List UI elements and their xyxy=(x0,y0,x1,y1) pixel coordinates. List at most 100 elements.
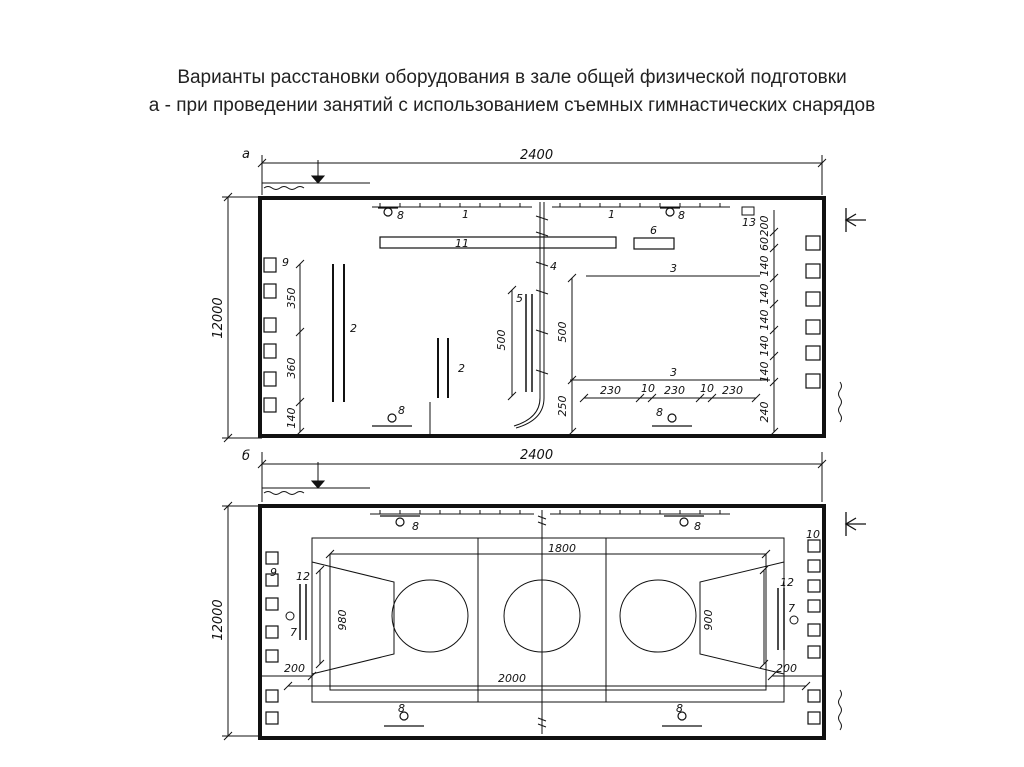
plan-b-dim-200-right: 200 xyxy=(776,662,797,675)
plan-b-item-7-left xyxy=(285,611,295,621)
plan-b-label-8-top-left: 8 xyxy=(412,520,419,533)
plan-a-label-1-right: 1 xyxy=(608,208,615,221)
plan-b-left-200-line xyxy=(262,671,317,681)
plan-a-width-dimension xyxy=(257,155,827,195)
plan-a-label-5: 5 xyxy=(516,292,523,305)
plan-a-height-dim-text: 12000 xyxy=(211,297,226,338)
plan-b-basket-top-left xyxy=(380,515,420,527)
plan-b-dimension-2000-line xyxy=(283,681,811,691)
plan-b-right-200-line xyxy=(767,671,822,681)
plan-a-level-mark xyxy=(262,175,370,190)
plan-a-label-11: 11 xyxy=(455,237,469,250)
plan-b-dim-980: 980 xyxy=(336,610,349,631)
plan-a-parallel-bars-2-middle xyxy=(437,338,449,398)
plan-a-label-6: 6 xyxy=(650,224,657,237)
plan-b-section-arrow xyxy=(844,512,866,536)
plan-b-left-equipment-12 xyxy=(299,584,307,640)
plan-b-label-9: 9 xyxy=(270,566,277,579)
plan-b-top-wall-bars xyxy=(370,510,730,515)
plan-b-height-dimension xyxy=(222,501,262,741)
plan-b-dimension-980-line xyxy=(315,565,325,669)
plan-b-right-equipment-12 xyxy=(777,588,785,650)
plan-b-label-12-right: 12 xyxy=(780,576,794,589)
plan-a-dim-140-r2: 140 xyxy=(758,284,771,305)
plan-b-basket-bottom-left xyxy=(384,711,424,727)
plan-a-horizontal-dimension-chain xyxy=(579,393,761,403)
plan-a-variant-label: а xyxy=(242,147,250,162)
plan-a-dim-500-right: 500 xyxy=(556,322,569,343)
plan-b-right-wall-lockers xyxy=(807,539,821,725)
plan-a-label-8-top-right: 8 xyxy=(678,209,685,222)
plan-a-hall-walls xyxy=(258,196,826,438)
plan-a-left-dimension-chain xyxy=(295,259,305,437)
plan-a-dim-350: 350 xyxy=(285,288,298,309)
plan-a-height-dimension xyxy=(222,192,262,443)
plan-b-item-7-right xyxy=(789,615,799,625)
plan-a-dim-140-left: 140 xyxy=(285,408,298,429)
plan-a-dim-140-r5: 140 xyxy=(758,362,771,383)
plan-a-label-13: 13 xyxy=(742,216,756,229)
plan-a-item-5 xyxy=(525,294,533,392)
plan-b-dim-200-left: 200 xyxy=(284,662,305,675)
plan-a-label-8-top-left: 8 xyxy=(397,209,404,222)
plan-a-dim-10-2: 10 xyxy=(700,382,714,395)
plan-a-parallel-bars-2-left xyxy=(332,264,345,402)
plan-a-center-divider-4 xyxy=(513,202,549,429)
plan-a-width-dim-text: 2400 xyxy=(520,148,553,163)
plan-b-label-7-right: 7 xyxy=(788,602,795,615)
plan-b-label-8-bottom-right: 8 xyxy=(676,702,683,715)
plan-a-basket-bottom-right xyxy=(652,413,692,427)
plan-a-dim-60: 60 xyxy=(758,237,771,251)
plan-a-dim-140-r3: 140 xyxy=(758,310,771,331)
plan-a-label-8-bottom-left: 8 xyxy=(398,404,405,417)
plan-a-label-3-top: 3 xyxy=(670,262,677,275)
plan-b-label-8-bottom-left: 8 xyxy=(398,702,405,715)
plan-b-basket-top-right xyxy=(664,515,704,527)
plan-b-dimension-1800-line xyxy=(325,549,771,559)
plan-a-label-2-left: 2 xyxy=(350,322,357,335)
plan-a-left-wall-lockers xyxy=(263,257,277,413)
title-line-1: Варианты расстановки оборудования в зале… xyxy=(177,67,847,88)
title-line-2: а - при проведении занятий с использован… xyxy=(148,95,876,116)
plan-b-label-7-left: 7 xyxy=(290,626,297,639)
plan-b-basket-bottom-right xyxy=(662,711,702,727)
plan-a-break-line-right xyxy=(838,381,842,423)
plan-a-dim-140-r1: 140 xyxy=(758,256,771,277)
plan-a-label-8-bottom-right: 8 xyxy=(656,406,663,419)
plan-b-variant-label: б xyxy=(242,449,250,464)
plan-a-section-arrow xyxy=(844,208,866,232)
plan-b-level-mark xyxy=(262,480,370,495)
plan-b-dimension-900-line xyxy=(759,565,769,669)
plan-a-basket-bottom-left xyxy=(372,413,412,427)
plan-a-dim-360: 360 xyxy=(285,358,298,379)
plan-a-dim-200-right: 200 xyxy=(758,216,771,237)
plan-a-dim-230-3: 230 xyxy=(722,384,743,397)
plan-b-dim-1800: 1800 xyxy=(548,542,576,555)
plan-b-dim-2000: 2000 xyxy=(498,672,526,685)
plan-b-width-dim-text: 2400 xyxy=(520,448,553,463)
plan-a-dim-140-r4: 140 xyxy=(758,336,771,357)
plan-b-break-line-right xyxy=(838,689,842,731)
title-block: Варианты расстановки оборудования в зале… xyxy=(0,64,1024,120)
plan-a-basket-top-right xyxy=(660,207,680,217)
plan-a-right-wall-dimension-chain xyxy=(769,210,779,437)
plan-a-label-1-left: 1 xyxy=(462,208,469,221)
plan-a-dim-10-1: 10 xyxy=(641,382,655,395)
plan-a-right-dimension-chain xyxy=(567,273,577,437)
plan-a-dim-230-2: 230 xyxy=(664,384,685,397)
plan-a-right-wall-lockers xyxy=(805,235,821,389)
plan-a: а 2400 12000 xyxy=(211,147,866,443)
plan-a-dim-250: 250 xyxy=(556,396,569,417)
plan-b-label-12-left: 12 xyxy=(296,570,310,583)
plan-a-bench-11 xyxy=(379,236,617,249)
plan-a-item-6 xyxy=(633,237,675,250)
plan-b-hall-walls xyxy=(258,504,826,740)
plan-b-height-dim-text: 12000 xyxy=(211,599,226,640)
plan-a-item-13 xyxy=(741,206,755,216)
plan-a-basket-top-left xyxy=(378,207,398,217)
plan-a-top-wall-bars xyxy=(372,203,730,208)
plan-b-width-dimension xyxy=(257,452,827,502)
plan-a-dimension-500-left xyxy=(507,285,517,401)
plan-b-label-8-top-right: 8 xyxy=(694,520,701,533)
